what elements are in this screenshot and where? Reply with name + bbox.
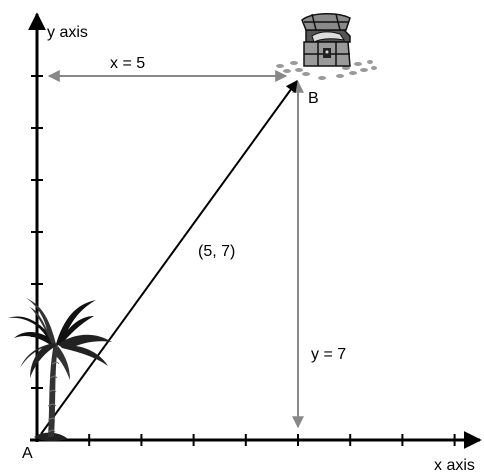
x-component-label: x = 5 — [110, 55, 145, 72]
palm-tree-icon — [8, 298, 112, 441]
x-axis-label: x axis — [434, 457, 475, 474]
point-a-label: A — [22, 445, 33, 462]
treasure-chest-icon — [276, 14, 377, 80]
y-axis-label: y axis — [47, 24, 88, 41]
vector-label: (5, 7) — [198, 243, 235, 260]
vector-arrow — [41, 81, 297, 434]
y-component-label: y = 7 — [311, 346, 346, 363]
point-b-label: B — [308, 90, 319, 107]
